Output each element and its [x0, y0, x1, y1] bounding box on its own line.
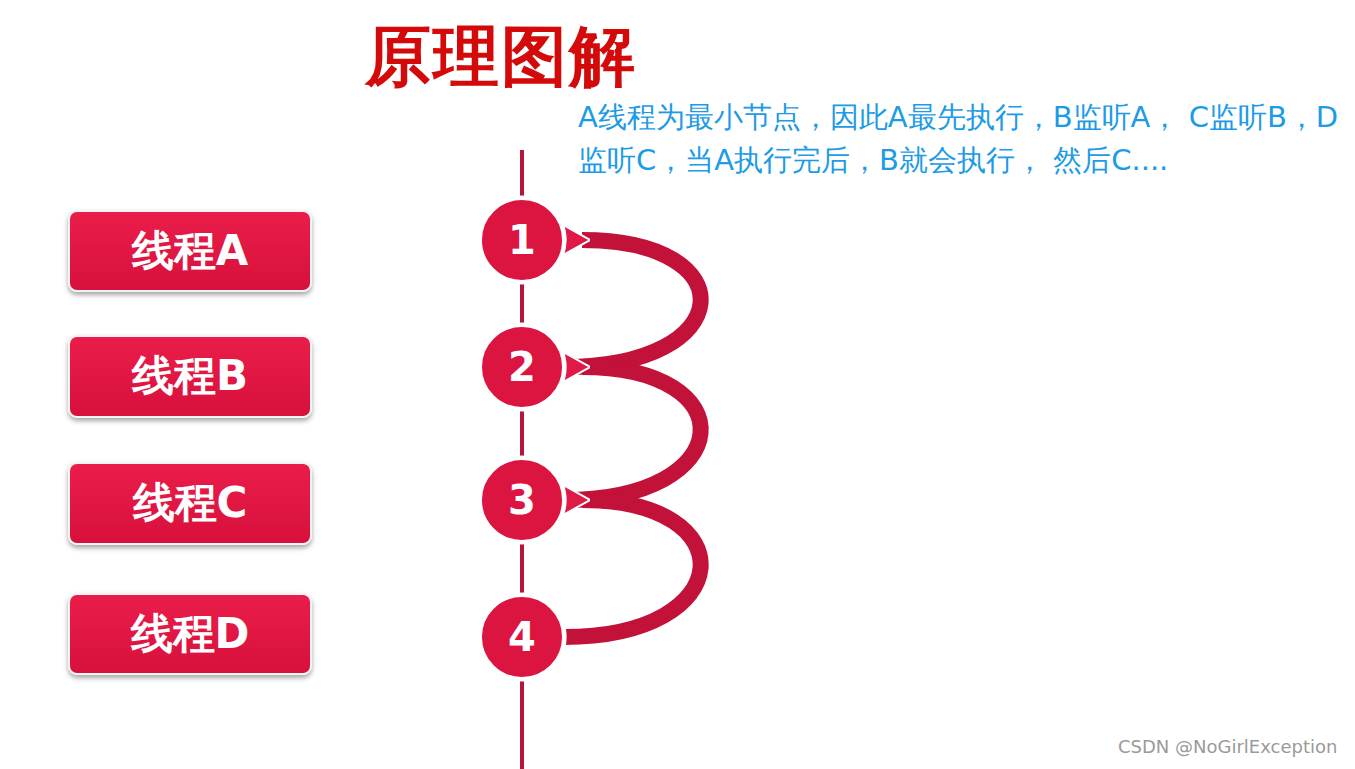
thread-label: 线程D [131, 611, 250, 657]
curved-arrow [564, 367, 701, 500]
thread-label: 线程A [132, 228, 249, 274]
step-circle: 2 [476, 321, 568, 413]
thread-label: 线程B [132, 353, 248, 399]
thread-label: 线程C [133, 480, 248, 526]
annotation-note: A线程为最小节点，因此A最先执行，B监听A， C监听B，D监听C，当A执行完后，… [578, 96, 1350, 182]
step-circle: 4 [476, 591, 568, 683]
curved-arrow [564, 240, 701, 367]
step-number: 1 [508, 218, 536, 262]
step-number: 4 [508, 615, 536, 659]
thread-box: 线程B [68, 335, 312, 418]
thread-box: 线程A [68, 210, 312, 292]
diagram-title: 原理图解 [365, 12, 637, 102]
step-number: 3 [508, 478, 536, 522]
curved-arrow [564, 500, 701, 637]
thread-box: 线程C [68, 462, 312, 545]
watermark: CSDN @NoGirlException [1118, 736, 1337, 757]
step-circle: 3 [476, 454, 568, 546]
step-circle: 1 [476, 194, 568, 286]
thread-box: 线程D [68, 593, 312, 675]
step-number: 2 [508, 345, 536, 389]
